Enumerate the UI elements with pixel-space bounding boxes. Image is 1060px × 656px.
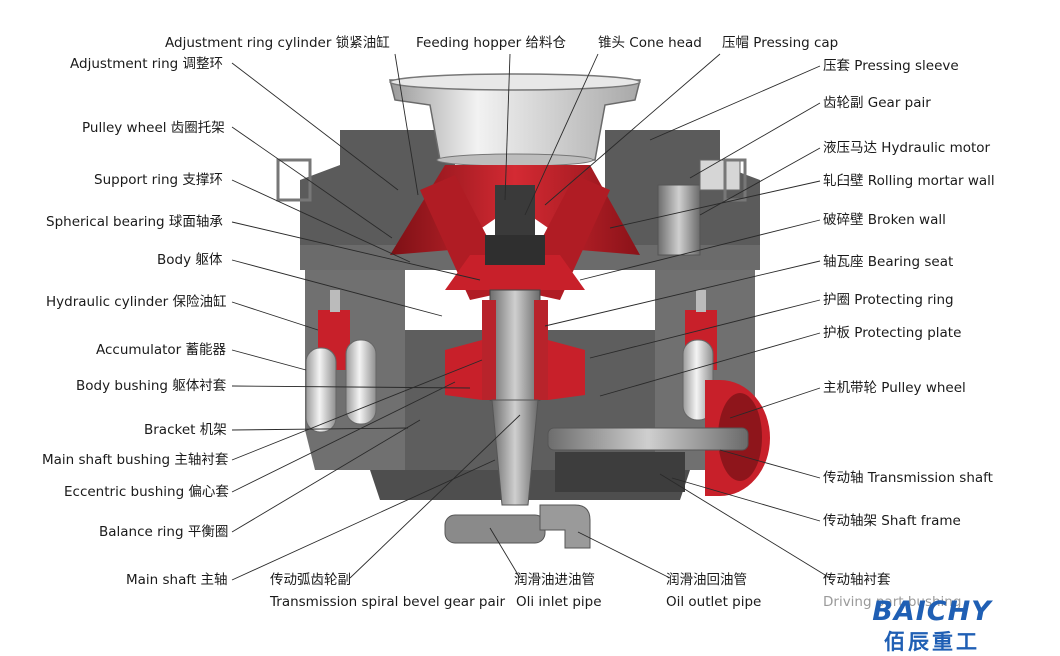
label-oil-inlet-cn: 润滑油进油管 xyxy=(514,572,595,588)
label-adjustment-ring-cylinder: Adjustment ring cylinder 锁紧油缸 xyxy=(165,35,390,51)
label-oil-outlet-cn: 润滑油回油管 xyxy=(666,572,747,588)
logo-chinese: 佰辰重工 xyxy=(884,630,980,654)
label-oil-outlet-en: Oil outlet pipe xyxy=(666,594,762,610)
label-main-shaft: Main shaft 主轴 xyxy=(126,572,228,588)
label-body: Body 躯体 xyxy=(157,252,223,268)
label-shaft-frame: 传动轴架 Shaft frame xyxy=(823,513,961,529)
label-protecting-plate: 护板 Protecting plate xyxy=(823,325,962,341)
label-cone-head: 锥头 Cone head xyxy=(598,35,702,51)
label-pulley-wheel: 主机带轮 Pulley wheel xyxy=(823,380,966,396)
label-rolling-mortar-wall: 轧臼壁 Rolling mortar wall xyxy=(823,173,995,189)
label-main-shaft-bushing: Main shaft bushing 主轴衬套 xyxy=(42,452,229,468)
label-support-ring: Support ring 支撑环 xyxy=(94,172,223,188)
baichy-logo: BAICHY 佰辰重工 xyxy=(862,596,1002,654)
label-pulley-wheel-bracket: Pulley wheel 齿圈托架 xyxy=(82,120,225,136)
leader-lines xyxy=(231,53,831,581)
label-accumulator: Accumulator 蓄能器 xyxy=(96,342,227,358)
label-bevel-gear-cn: 传动弧齿轮副 xyxy=(270,572,351,588)
label-transmission-shaft: 传动轴 Transmission shaft xyxy=(823,470,993,486)
label-feeding-hopper: Feeding hopper 给料仓 xyxy=(416,35,566,51)
label-bearing-seat: 轴瓦座 Bearing seat xyxy=(823,254,954,270)
label-hydraulic-motor: 液压马达 Hydraulic motor xyxy=(823,140,991,156)
logo-brand: BAICHY xyxy=(872,596,992,627)
label-pressing-sleeve: 压套 Pressing sleeve xyxy=(823,58,959,74)
label-balance-ring: Balance ring 平衡圈 xyxy=(99,524,229,540)
label-broken-wall: 破碎壁 Broken wall xyxy=(823,212,946,228)
label-driving-bushing-cn: 传动轴衬套 xyxy=(823,572,891,588)
label-gear-pair: 齿轮副 Gear pair xyxy=(823,95,931,111)
label-adjustment-ring: Adjustment ring 调整环 xyxy=(70,56,224,72)
label-eccentric-bushing: Eccentric bushing 偏心套 xyxy=(64,484,229,500)
label-bracket: Bracket 机架 xyxy=(144,422,227,438)
label-hydraulic-cylinder: Hydraulic cylinder 保险油缸 xyxy=(46,294,227,310)
label-bevel-gear-en: Transmission spiral bevel gear pair xyxy=(270,594,506,610)
label-protecting-ring: 护圈 Protecting ring xyxy=(823,292,954,308)
label-driving-bushing-en: Driving part bushing xyxy=(823,594,962,610)
label-oil-inlet-en: Oli inlet pipe xyxy=(516,594,602,610)
label-pressing-cap: 压帽 Pressing cap xyxy=(722,35,839,51)
crusher-body xyxy=(276,73,770,549)
label-spherical-bearing: Spherical bearing 球面轴承 xyxy=(46,214,223,230)
label-body-bushing: Body bushing 躯体衬套 xyxy=(76,378,227,394)
